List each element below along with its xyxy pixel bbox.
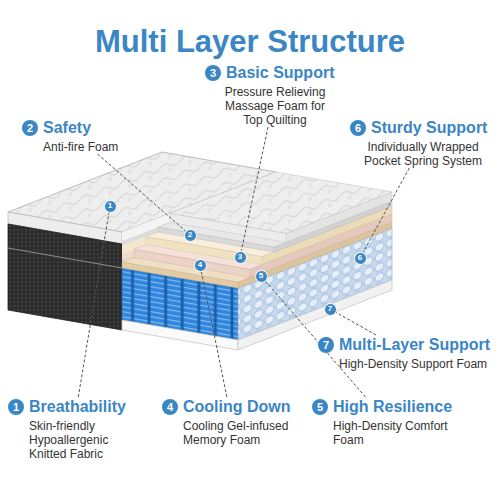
callout-description: High-Density Support Foam [339, 357, 498, 371]
callout-heading: Cooling Down [183, 397, 291, 417]
knitted-side-panel [8, 224, 122, 330]
callout-description: Anti-fire Foam [43, 140, 132, 154]
leader-line [241, 127, 268, 251]
diagram-title: Multi Layer Structure [0, 22, 500, 62]
marker-dot: 3 [234, 251, 247, 264]
marker-dot: 6 [354, 252, 367, 265]
leader-line [336, 312, 376, 335]
callout-block: 4 Cooling DownCooling Gel-infused Memory … [162, 397, 302, 447]
leader-line [98, 154, 186, 231]
callout-heading-row: 2 Safety [22, 118, 132, 138]
base-foam-front [122, 320, 238, 350]
callout-heading-row: 3 Basic Support [205, 63, 345, 83]
callout-heading-row: 7 Multi-Layer Support [318, 335, 498, 355]
leader-line [201, 271, 227, 397]
callout-heading-row: 1 Breathability [8, 397, 138, 417]
callout-description: Pressure Relieving Massage Foam for Top … [219, 85, 331, 127]
callout-number: 7 [318, 337, 334, 353]
callout-heading: Breathability [29, 397, 126, 417]
marker-dot: 2 [184, 229, 197, 242]
callout-number: 3 [205, 65, 221, 81]
callout-number: 2 [22, 120, 38, 136]
marker-number: 7 [328, 305, 332, 313]
mattress-body [8, 152, 392, 350]
callout-block: 7 Multi-Layer SupportHigh-Density Support… [318, 335, 498, 371]
marker-dot: 7 [324, 303, 337, 316]
callout-block: 5 High ResilienceHigh-Density Comfort Foa… [312, 397, 462, 447]
callout-heading: Safety [43, 118, 91, 138]
piping-line [8, 248, 122, 268]
callout-number: 4 [162, 399, 178, 415]
callout-block: 2 SafetyAnti-fire Foam [22, 118, 132, 154]
marker-number: 4 [198, 261, 202, 269]
marker-dot: 1 [104, 200, 117, 213]
callout-heading: High Resilience [333, 397, 452, 417]
callout-heading: Basic Support [226, 63, 334, 83]
marker-number: 5 [259, 272, 263, 280]
callout-heading-row: 6 Sturdy Support [350, 118, 496, 138]
leader-line [363, 168, 409, 252]
callout-heading: Multi-Layer Support [339, 335, 490, 355]
marker-number: 6 [358, 254, 362, 262]
leader-line [78, 212, 109, 397]
callout-number: 6 [350, 120, 366, 136]
callout-heading-row: 4 Cooling Down [162, 397, 302, 417]
marker-number: 1 [108, 202, 112, 210]
callout-description: Skin-friendly Hypoallergenic Knitted Fab… [29, 419, 119, 461]
callout-block: 6 Sturdy SupportIndividually Wrapped Pock… [350, 118, 496, 168]
marker-dot: 5 [255, 270, 268, 283]
callout-heading: Sturdy Support [371, 118, 487, 138]
callout-description: Individually Wrapped Pocket Spring Syste… [359, 140, 487, 168]
marker-number: 2 [188, 231, 192, 239]
marker-dot: 4 [194, 259, 207, 272]
callout-description: Cooling Gel-infused Memory Foam [183, 419, 301, 447]
callout-number: 5 [312, 399, 328, 415]
callout-block: 1 BreathabilitySkin-friendly Hypoallergen… [8, 397, 138, 461]
fabric-top [170, 172, 392, 233]
callout-heading-row: 5 High Resilience [312, 397, 462, 417]
callout-block: 3 Basic SupportPressure Relieving Massage… [205, 63, 345, 127]
marker-number: 3 [238, 253, 242, 261]
callout-description: High-Density Comfort Foam [333, 419, 462, 447]
callout-number: 1 [8, 399, 24, 415]
